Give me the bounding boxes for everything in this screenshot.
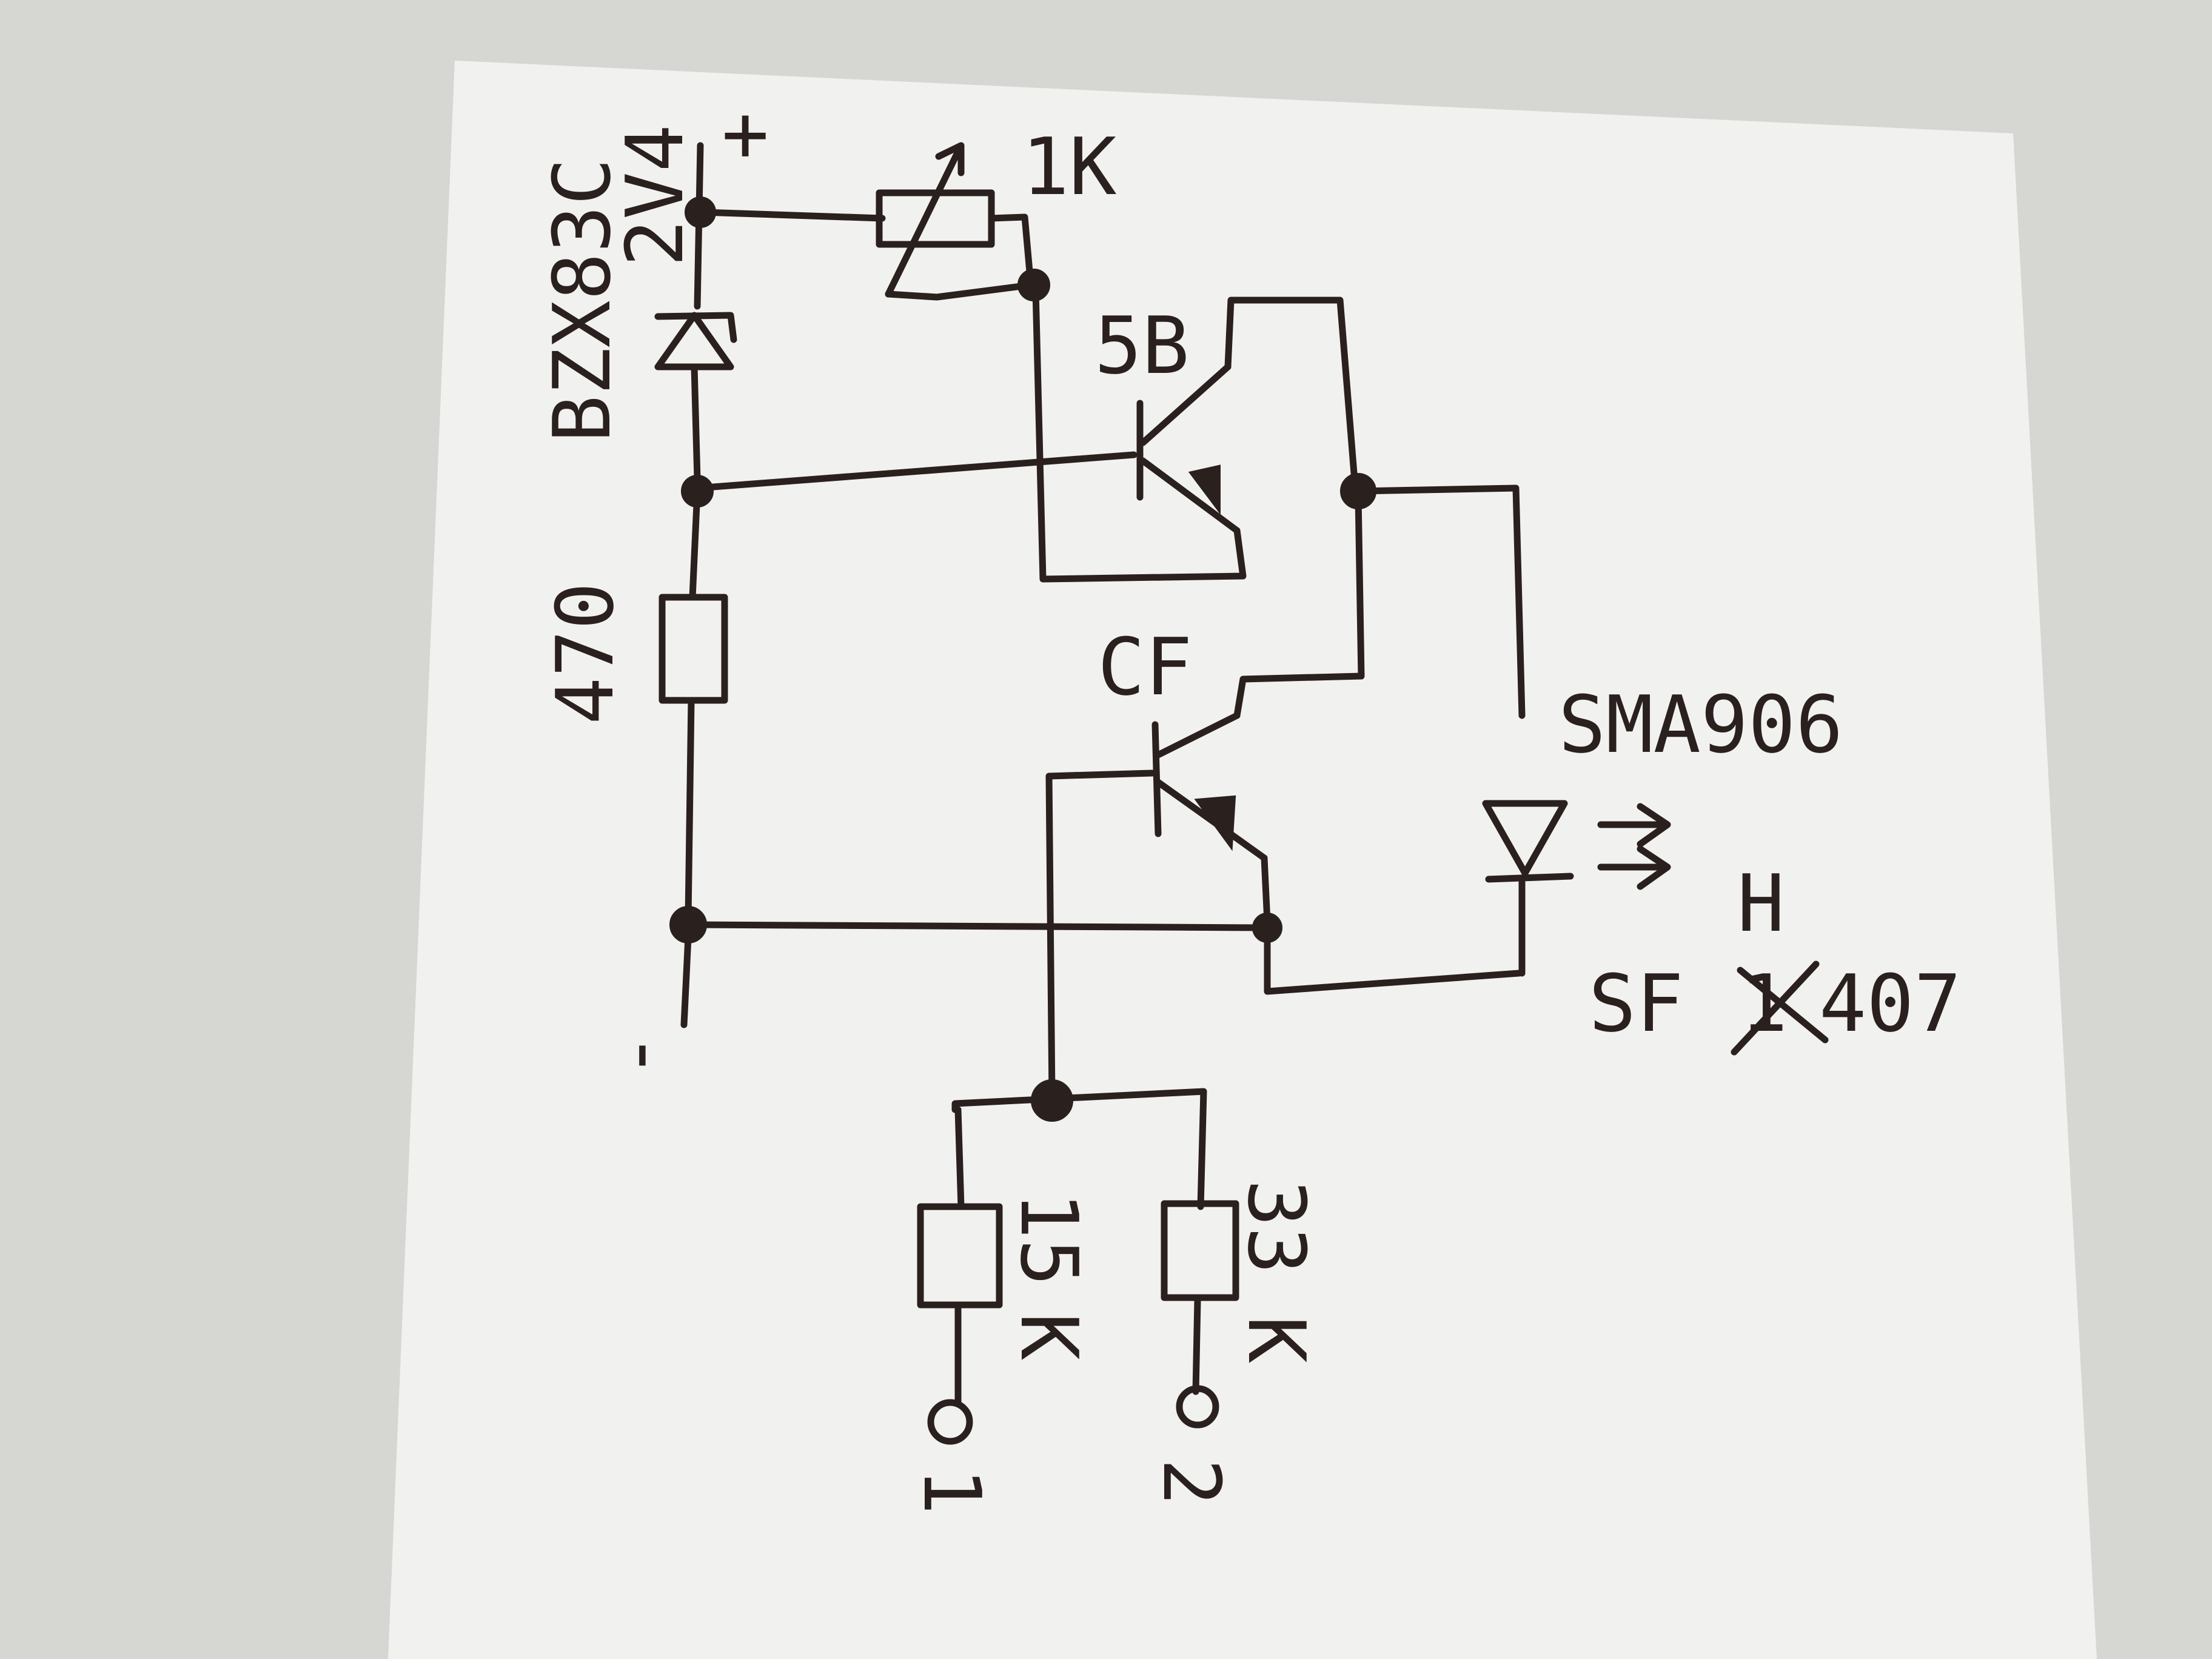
resistor-15k-value-label: 15 (1003, 1191, 1095, 1287)
zener-voltage-label: 2V4 (609, 124, 701, 267)
zener-part-label: BZX83C (536, 158, 628, 443)
transistor-cf-label: CF (1098, 621, 1193, 713)
resistor-33k-symbol (1161, 1200, 1239, 1301)
junction-dot (685, 196, 716, 228)
input-2-label: 2 (1145, 1458, 1238, 1506)
resistor-470-label: 470 (539, 582, 631, 725)
minus-terminal-label: - (591, 1032, 683, 1079)
transistor-5b-label: 5B (1094, 300, 1190, 392)
detector-correction-label: H (1737, 857, 1785, 950)
strike-out-mark-icon (1731, 960, 1829, 1056)
resistor-15k-unit-label: K (1003, 1313, 1095, 1360)
ir-led-part-label: SMA906 (1558, 679, 1843, 771)
junction-dot (1340, 473, 1376, 509)
input-2-terminal (1176, 1385, 1219, 1429)
junction-dot (1252, 913, 1282, 943)
junction-dot (681, 475, 714, 508)
resistor-33k-unit-label: K (1230, 1316, 1322, 1363)
transistor-5b-emitter-arrow (1188, 464, 1221, 515)
detector-prefix-label: SF (1589, 957, 1684, 1050)
detector-suffix-label: 407 (1819, 957, 1962, 1050)
transistor-cf-emitter-arrow (1194, 795, 1236, 851)
ir-led-symbol (1482, 800, 1568, 877)
circuit-wiring (654, 142, 1671, 1445)
input-1-terminal (927, 1399, 973, 1445)
junction-dot (1031, 1079, 1073, 1122)
input-1-label: 1 (906, 1467, 998, 1515)
circuit-labels: BZX83C 2V4 + - 1K 5B CF 470 SMA906 15 K … (536, 87, 1962, 1515)
junction-dot (669, 906, 707, 943)
transistor-cf-base (1151, 721, 1162, 837)
light-emission-arrows-icon (1597, 803, 1671, 890)
resistor-33k-value-label: 33 (1230, 1179, 1322, 1275)
potentiometer-value-label: 1K (1022, 121, 1117, 213)
plus-terminal-label: + (722, 87, 769, 179)
paper-sheet (388, 61, 2097, 1659)
junction-dot (1017, 269, 1050, 301)
